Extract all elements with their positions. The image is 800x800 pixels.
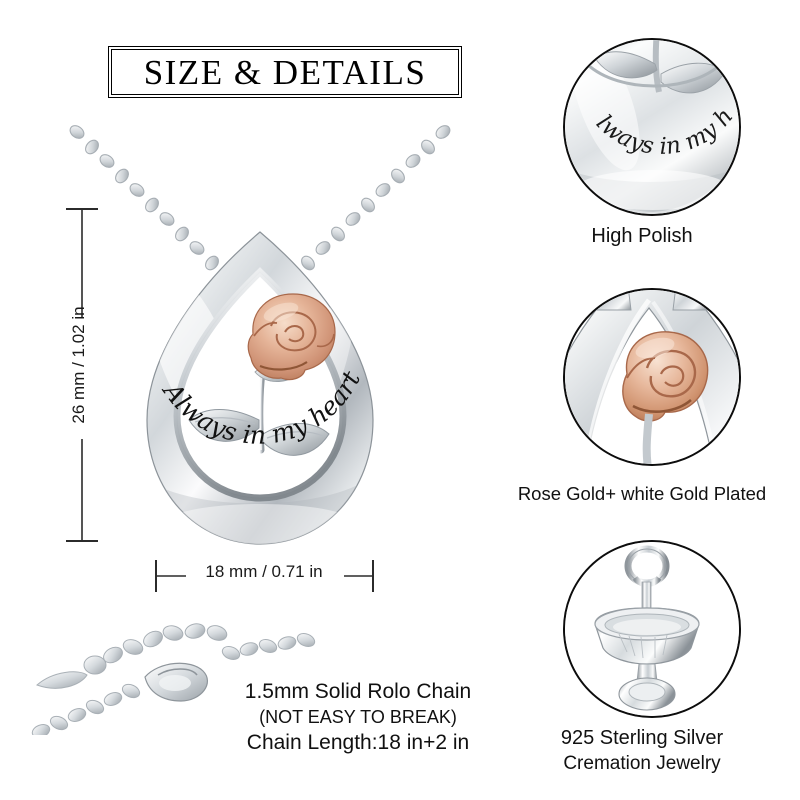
inset-rose-gold-plating xyxy=(563,288,741,466)
width-dimension-line xyxy=(155,560,374,592)
caption-sterling-silver-line1: 925 Sterling Silver xyxy=(560,727,724,749)
inset-sterling-silver xyxy=(563,540,741,718)
chain-caption-line1: 1.5mm Solid Rolo Chain xyxy=(244,680,472,703)
chain-caption: 1.5mm Solid Rolo Chain (NOT EASY TO BREA… xyxy=(183,679,533,756)
inset-high-polish: lways in my h xyxy=(563,38,741,216)
rose-gold-flower-zoom xyxy=(622,331,709,422)
rose-gold-flower xyxy=(247,293,336,381)
width-dimension-label: 18 mm / 0.71 in xyxy=(205,562,323,581)
page-title-inner-border: SIZE & DETAILS xyxy=(111,49,459,95)
caption-sterling-silver-line2: Cremation Jewelry xyxy=(563,753,721,774)
page-title: SIZE & DETAILS xyxy=(143,52,427,92)
pendant-illustration: Always in my heart xyxy=(69,125,451,545)
caption-high-polish: High Polish xyxy=(591,225,693,247)
rose-gold-detail xyxy=(565,290,739,464)
height-dimension-label: 26 mm / 1.02 in xyxy=(69,306,88,424)
chain-caption-line3: Chain Length:18 in+2 in xyxy=(246,731,470,754)
chain-caption-line2: (NOT EASY TO BREAK) xyxy=(259,707,457,727)
urn-mechanism-detail xyxy=(565,542,739,716)
high-polish-detail: lways in my h xyxy=(565,40,739,214)
caption-rose-gold-plating: Rose Gold+ white Gold Plated xyxy=(517,483,767,504)
rose-motif xyxy=(188,293,336,456)
caption-sterling-silver: 925 Sterling Silver Cremation Jewelry xyxy=(482,726,800,776)
page-title-box: SIZE & DETAILS xyxy=(108,46,462,98)
height-dimension-line xyxy=(66,208,98,542)
chain-clasp-illustration xyxy=(31,623,316,735)
